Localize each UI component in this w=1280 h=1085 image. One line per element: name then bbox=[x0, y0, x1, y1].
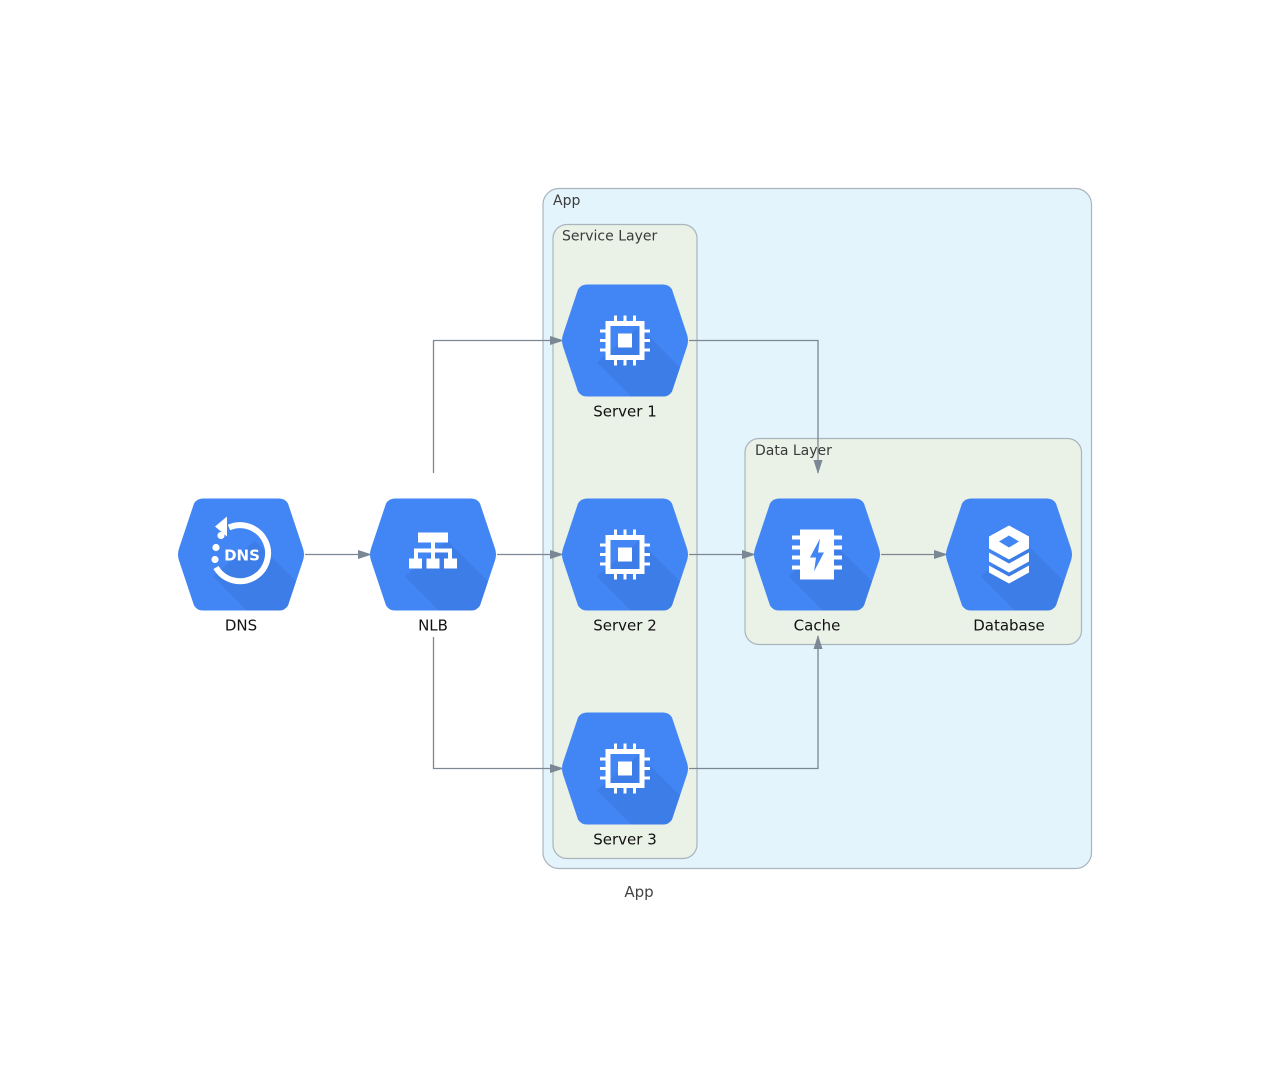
compute-chip-icon bbox=[600, 315, 650, 366]
compute-chip-icon bbox=[600, 743, 650, 794]
dns-icon-text: DNS bbox=[224, 547, 260, 565]
database-stack-icon bbox=[989, 525, 1029, 584]
compute-chip-icon bbox=[600, 529, 650, 580]
edge-server1-to-cache bbox=[689, 339, 823, 474]
memorystore-icon bbox=[792, 529, 842, 580]
cluster-service-layer-label: Service Layer bbox=[562, 229, 657, 245]
node-dns[interactable]: DNS DNS bbox=[178, 499, 311, 635]
node-database-label: Database bbox=[973, 617, 1045, 635]
dns-icon: DNS bbox=[211, 516, 272, 585]
node-server3[interactable]: Server 3 bbox=[562, 713, 695, 849]
node-cache-label: Cache bbox=[794, 617, 841, 635]
node-nlb[interactable]: NLB bbox=[370, 499, 503, 635]
node-server3-label: Server 3 bbox=[593, 831, 657, 849]
node-server2-label: Server 2 bbox=[593, 617, 657, 635]
node-database[interactable]: Database bbox=[946, 499, 1079, 635]
cluster-app-label: App bbox=[553, 193, 580, 209]
node-server2[interactable]: Server 2 bbox=[562, 499, 695, 635]
edge-nlb-to-server1 bbox=[432, 336, 564, 473]
node-server1[interactable]: Server 1 bbox=[562, 285, 695, 421]
load-balancer-icon bbox=[409, 532, 457, 569]
edge-server3-to-cache bbox=[689, 635, 823, 770]
edge-nlb-to-server3 bbox=[432, 637, 564, 773]
node-nlb-label: NLB bbox=[418, 617, 448, 635]
node-server1-label: Server 1 bbox=[593, 403, 657, 421]
cluster-data-layer-label: Data Layer bbox=[755, 443, 832, 459]
node-cache[interactable]: Cache bbox=[754, 499, 887, 635]
diagram-caption: App bbox=[624, 883, 653, 901]
node-dns-label: DNS bbox=[225, 617, 257, 635]
